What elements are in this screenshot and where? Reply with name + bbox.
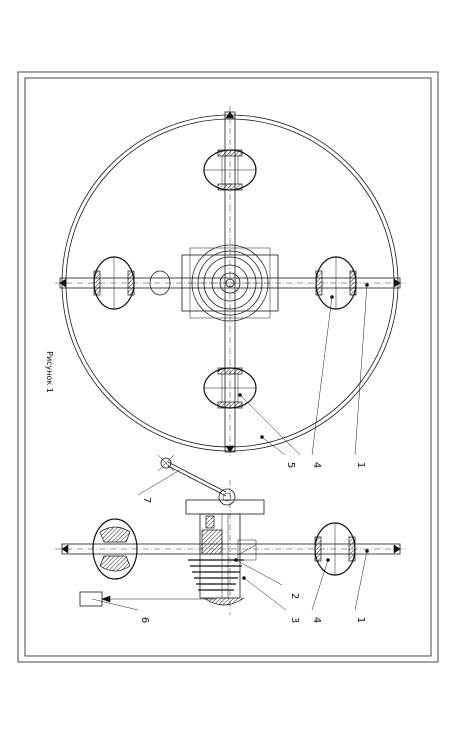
callout-4-side: 4: [311, 617, 322, 623]
small-knob: [149, 270, 171, 296]
lever-arm: [157, 454, 227, 497]
sheet-outer-frame: [17, 71, 439, 663]
figure-caption: Рисунок 1: [45, 351, 54, 393]
callout-6-side: 6: [139, 617, 150, 623]
callout-2-side: 2: [289, 593, 300, 599]
callout-1-top: 1: [355, 462, 366, 468]
bearing-unit-right: [315, 256, 357, 310]
bearing-unit-bottom: [203, 367, 257, 409]
central-assembly: [185, 488, 265, 606]
callout-4-top: 4: [311, 462, 322, 468]
callout-7-side: 7: [141, 497, 152, 503]
sheet-inner-frame: [24, 77, 432, 657]
bearing-unit-top: [203, 149, 257, 191]
callout-5-top: 5: [285, 462, 296, 468]
callout-1-side: 1: [355, 617, 366, 623]
side-view: 1 4 3 2 6 7: [55, 454, 405, 623]
side-bearing-left: [92, 518, 138, 580]
side-bearing-right: [314, 522, 356, 576]
bearing-unit-left: [93, 256, 135, 310]
hanging-weight: [79, 591, 215, 607]
callout-3-side: 3: [289, 617, 300, 623]
central-hub: [181, 244, 279, 322]
top-view: 1 4 5: [55, 106, 405, 468]
